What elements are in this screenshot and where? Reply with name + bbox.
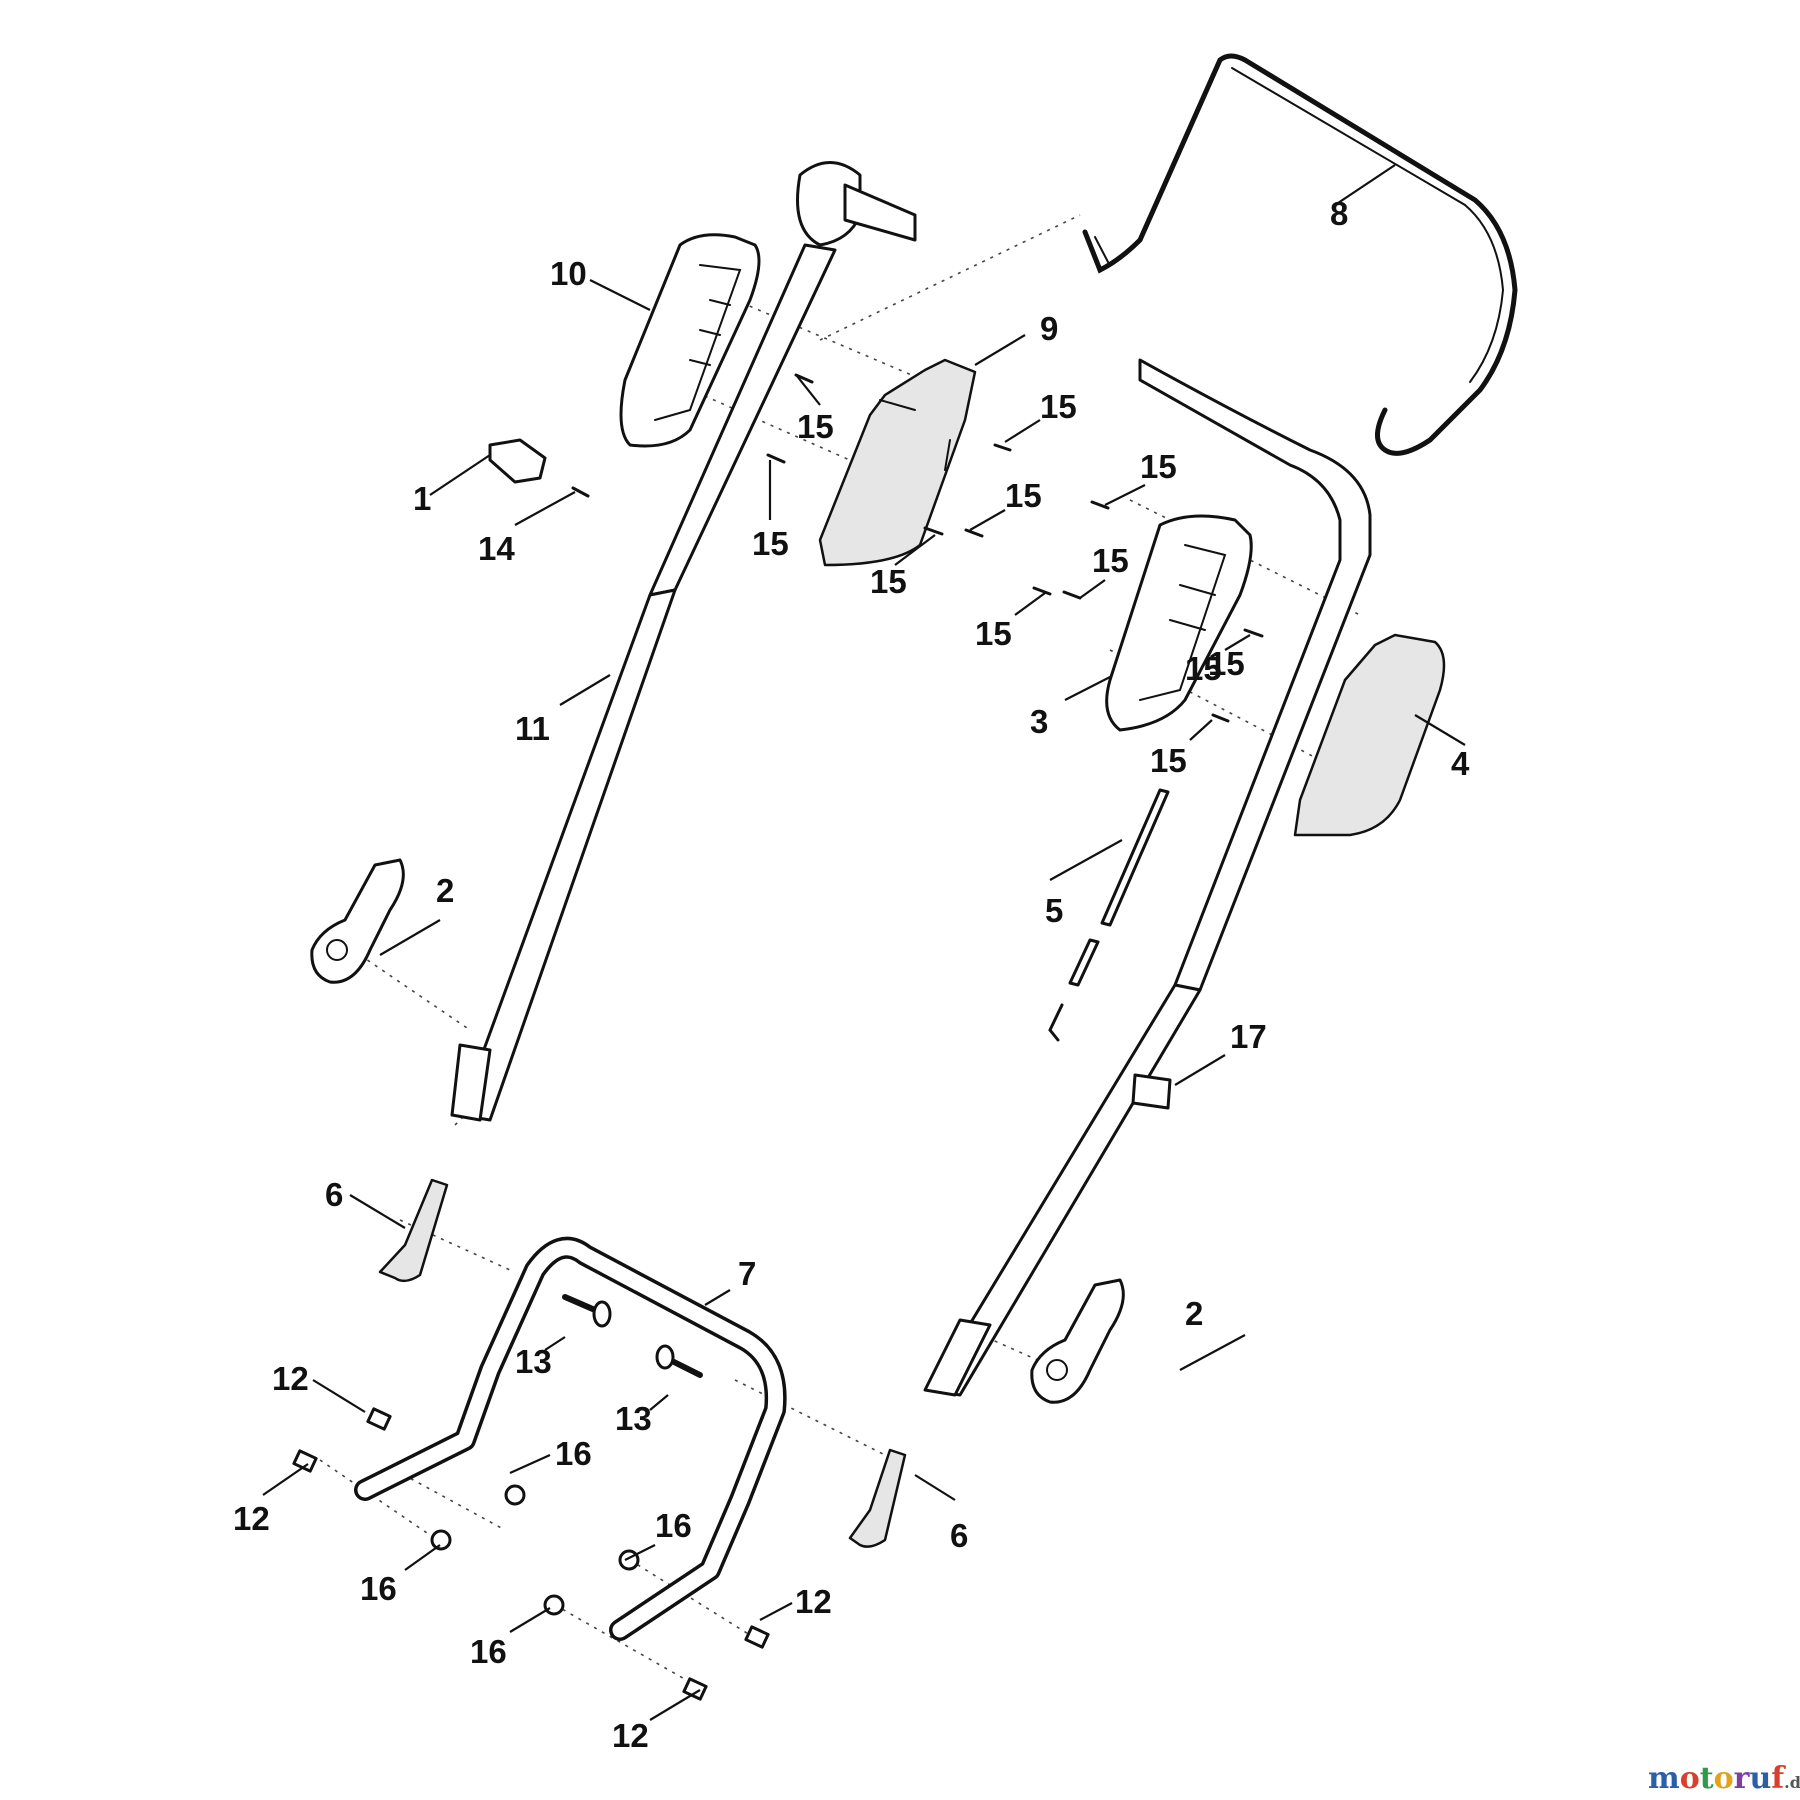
callout-10: 10: [550, 255, 587, 292]
part-4-right-cover: [1293, 633, 1446, 837]
part-10-left-housing: [619, 233, 761, 448]
callout-13-a: 13: [515, 1343, 552, 1380]
callout-8: 8: [1330, 195, 1348, 232]
callout-12-a: 12: [272, 1360, 309, 1397]
part-13-bolts: [562, 1294, 703, 1378]
watermark-letter: t: [1700, 1761, 1714, 1796]
part-5-cable-hook: [1048, 1003, 1064, 1042]
watermark-letter: u: [1749, 1761, 1771, 1796]
part-11-grip-bar: [843, 183, 917, 242]
part-2-right-knob-hole: [1046, 1359, 1068, 1381]
callout-15-i: 15: [1208, 645, 1245, 682]
part-11-left-handle-lower: [458, 588, 677, 1122]
part-2-left-knob-hole: [326, 939, 348, 961]
part-15-screws: [766, 373, 1264, 723]
part-14-screw: [571, 486, 590, 498]
part-right-handle-tube: [1138, 358, 1372, 992]
callout-6-right: 6: [950, 1517, 968, 1554]
callout-12-c: 12: [795, 1583, 832, 1620]
callout-16-a: 16: [555, 1435, 592, 1472]
watermark-letter: r: [1734, 1761, 1751, 1796]
watermark-logo: motoruf.de: [1648, 1761, 1800, 1796]
watermark-letter: m: [1648, 1761, 1680, 1796]
part-8-bail-bar-inner: [1094, 67, 1505, 383]
part-16-nuts: [430, 1484, 640, 1616]
callout-16-d: 16: [470, 1633, 507, 1670]
part-7-lower-frame-inner: [357, 1240, 784, 1638]
callout-5: 5: [1045, 892, 1063, 929]
callout-1: 1: [413, 480, 431, 517]
part-5-cable-link: [1068, 938, 1100, 987]
watermark-suffix: .de: [1784, 1773, 1800, 1792]
callout-14: 14: [478, 530, 515, 567]
callout-15-g: 15: [1092, 542, 1129, 579]
part-11-grip-top: [796, 161, 862, 247]
callout-15-d: 15: [1005, 477, 1042, 514]
part-2-right-knob: [1030, 1278, 1125, 1404]
part-12-bolts: [292, 1407, 770, 1701]
part-right-handle-end: [923, 1318, 992, 1397]
callout-15-b: 15: [1040, 388, 1077, 425]
part-5-cable-rod: [1100, 788, 1170, 927]
watermark-letter: o: [1714, 1761, 1734, 1796]
callout-13-b: 13: [615, 1400, 652, 1437]
callout-16-c: 16: [655, 1507, 692, 1544]
callout-12-d: 12: [612, 1717, 649, 1754]
callout-17: 17: [1230, 1018, 1267, 1055]
part-9-center-cover: [818, 358, 977, 567]
part-9-detail: [879, 399, 951, 471]
part-2-left-knob: [310, 858, 405, 984]
callout-12-b: 12: [233, 1500, 270, 1537]
callout-leader-lines: [262, 164, 1466, 1721]
part-10-inner-detail: [654, 264, 742, 421]
part-17-block: [1131, 1073, 1172, 1110]
callout-2-left: 2: [436, 872, 454, 909]
callout-6-left: 6: [325, 1176, 343, 1213]
callout-3: 3: [1030, 703, 1048, 740]
callout-2-right: 2: [1185, 1295, 1203, 1332]
callout-15-c: 15: [752, 525, 789, 562]
callout-labels: 1 2 2 3 4 5 6 6 7 8 9 10 11 12 12 12 12 …: [233, 195, 1470, 1754]
part-right-handle-lower: [928, 983, 1202, 1397]
callout-15-f: 15: [1140, 448, 1177, 485]
callout-7: 7: [738, 1255, 756, 1292]
part-8-bail-bar: [1082, 53, 1518, 456]
callout-15-k: 15: [1185, 650, 1222, 687]
part-1-clip: [488, 438, 547, 484]
callout-15-j: 15: [1150, 742, 1187, 779]
callout-9: 9: [1040, 310, 1058, 347]
callout-15-e: 15: [870, 563, 907, 600]
part-11-tube-end: [450, 1043, 492, 1122]
callout-15-h: 15: [975, 615, 1012, 652]
callout-4: 4: [1451, 745, 1470, 782]
callout-15-a: 15: [797, 408, 834, 445]
part-6-right-insert: [848, 1448, 907, 1548]
callout-16-b: 16: [360, 1570, 397, 1607]
svg-text:motoruf.de: motoruf.de: [1648, 1761, 1800, 1796]
watermark-letter: o: [1680, 1761, 1700, 1796]
callout-11: 11: [515, 710, 550, 747]
part-3-inner-detail: [1139, 544, 1227, 701]
part-6-left-insert: [378, 1178, 449, 1283]
watermark-letter: f: [1771, 1761, 1786, 1796]
